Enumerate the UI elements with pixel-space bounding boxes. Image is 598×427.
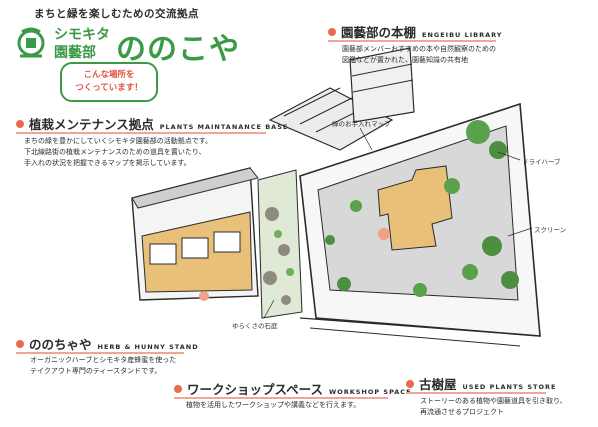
logo-nonokoya: ののこや bbox=[116, 32, 240, 67]
bullet-dot-icon bbox=[16, 340, 24, 348]
main-building bbox=[268, 47, 541, 347]
usedplants-desc: ストーリーのある植物や園藝道具を引き取り、 再流通させるプロジェクト bbox=[420, 397, 567, 416]
bullet-dot-icon bbox=[328, 28, 336, 36]
workshop-underline bbox=[174, 397, 388, 399]
callout-map: 緑のお手入れマップ bbox=[332, 120, 391, 128]
maintenance-underline bbox=[16, 132, 266, 134]
bubble-line-2: つくっています！ bbox=[75, 83, 143, 93]
callout-stone: ゆらくさの石庭 bbox=[232, 322, 278, 330]
bullet-dot-icon bbox=[16, 120, 24, 128]
maintenance-desc: まちの緑を豊かにしていくシモキタ園藝部の活動拠点です。 下北線路街の植栽メンテナ… bbox=[24, 137, 213, 167]
tea-stand-building bbox=[131, 167, 259, 301]
speech-bubble: こんな場所を つくっています！ bbox=[60, 62, 158, 102]
library-underline bbox=[328, 40, 496, 42]
nonochaya-desc: オーガニックハーブとシモキタ産蜂蜜を使った テイクアウト専門のティースタンドです… bbox=[30, 356, 177, 375]
bubble-line-1: こんな場所を bbox=[83, 70, 135, 80]
nonochaya-underline bbox=[16, 352, 184, 354]
logo-sub-simokita: シモキタ bbox=[54, 27, 110, 43]
logo-sub-engeibu: 園藝部 bbox=[54, 45, 96, 61]
stone-garden bbox=[257, 169, 303, 319]
callout-dryherb: ドライハーブ bbox=[522, 158, 561, 166]
library-desc: 園藝部メンバーおすすめの本や自然観察のための 図鑑などが置かれた、園藝知識の共有… bbox=[342, 45, 496, 64]
callout-screen: スクリーン bbox=[534, 226, 567, 234]
leaf-logo-icon bbox=[17, 27, 45, 58]
bullet-dot-icon bbox=[406, 380, 414, 388]
tagline: まちと緑を楽しむための交流拠点 bbox=[34, 8, 199, 20]
usedplants-underline bbox=[406, 392, 546, 394]
workshop-desc: 植物を活用したワークショップや講義などを行えます。 bbox=[186, 401, 361, 409]
bullet-dot-icon bbox=[174, 385, 182, 393]
